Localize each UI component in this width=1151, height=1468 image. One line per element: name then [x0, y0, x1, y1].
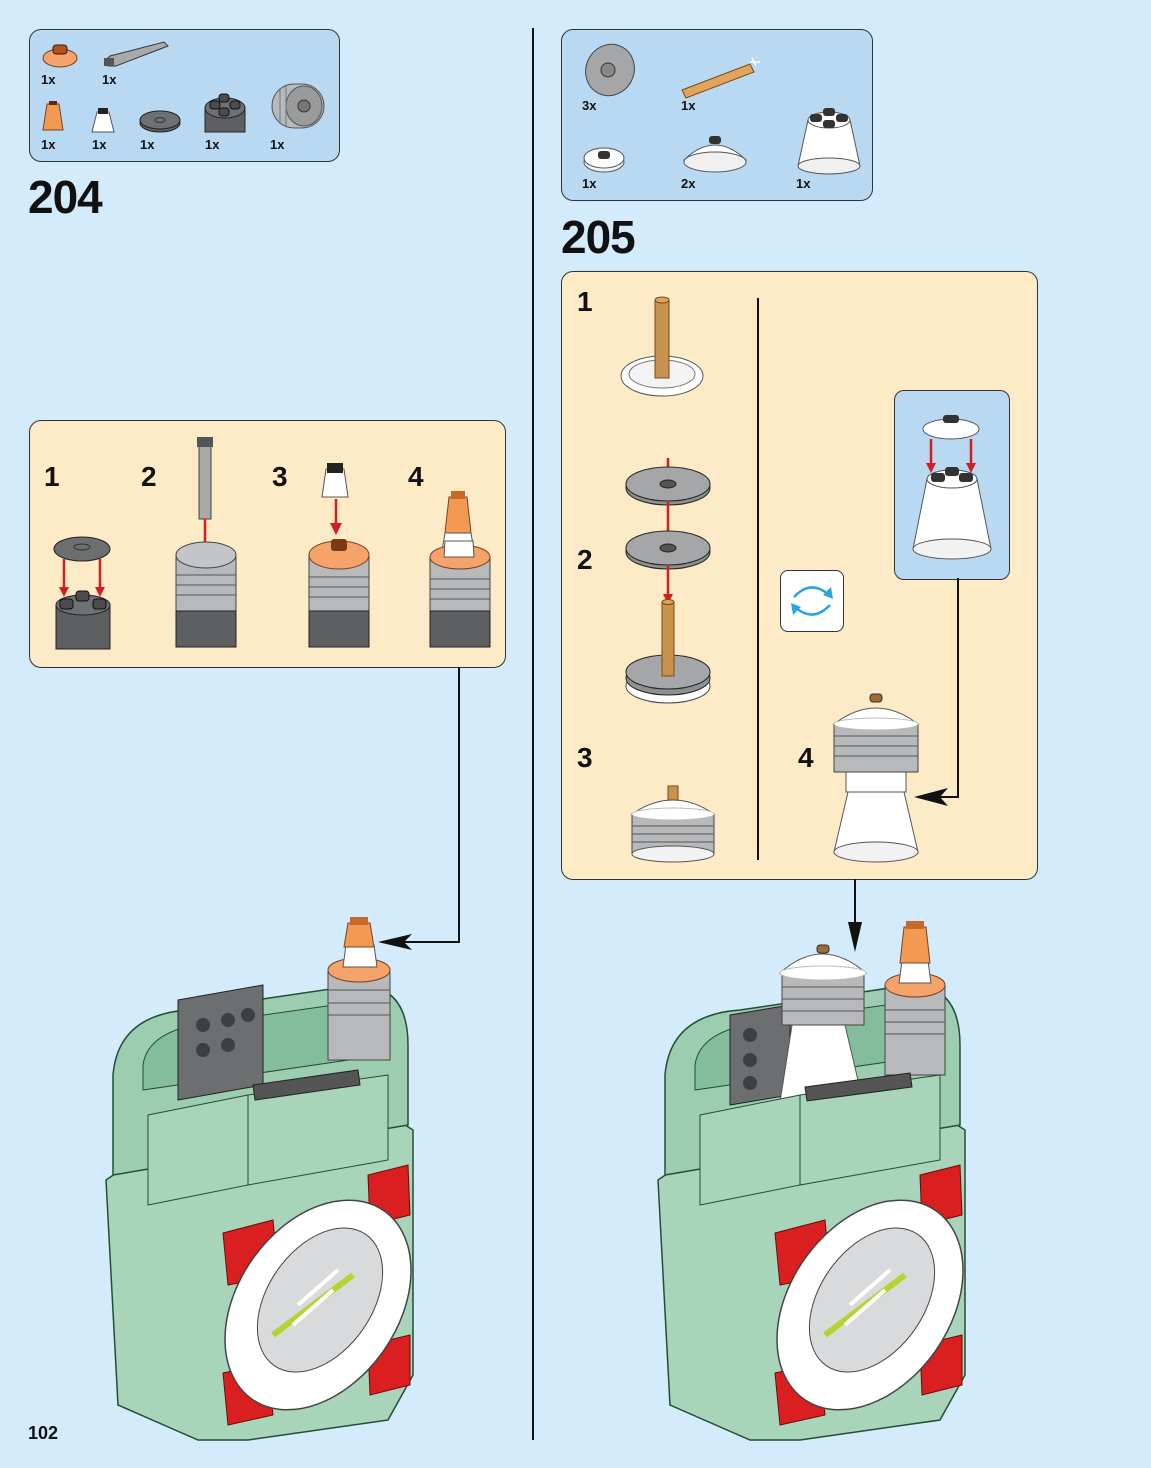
white-round-plate-part — [583, 147, 625, 173]
sub-step-number: 1 — [577, 286, 593, 317]
white-cone-part — [91, 108, 115, 133]
step-205-parts-list: 3x 1x 1x 2x 1x — [561, 29, 873, 201]
part-qty: 1x — [41, 137, 56, 152]
dark-gray-round-tile-part — [139, 110, 181, 133]
sub-step-number: 4 — [408, 461, 424, 492]
sub-step-1-illustration — [53, 536, 111, 650]
part-qty: 2x — [681, 176, 696, 191]
sub-step-4-illustration — [429, 491, 491, 648]
part-qty: 1x — [92, 137, 107, 152]
cone-and-plate-illustration — [912, 415, 992, 560]
step-205-model-illustration — [657, 921, 966, 1441]
column-divider — [532, 28, 534, 1440]
light-gray-disc-stack-part — [271, 83, 325, 129]
sub-step-3-illustration — [308, 463, 370, 648]
rotate-model-icon — [780, 570, 844, 632]
step-number: 205 — [561, 211, 636, 263]
part-qty: 1x — [102, 72, 117, 87]
sub-step-number: 4 — [798, 742, 814, 773]
trans-orange-cone-part — [42, 101, 64, 131]
step-204-parts-list: 1x 1x 1x 1x 1x 1x 1x — [29, 29, 340, 162]
part-qty: 1x — [41, 72, 56, 87]
sub-step-3-illustration — [630, 785, 716, 863]
technic-axle-pin-part — [104, 41, 169, 67]
inset-callout-arrow — [914, 578, 959, 806]
step-204-model-illustration — [105, 917, 414, 1441]
sub-step-number: 3 — [272, 461, 288, 492]
sub-step-2-illustration — [625, 458, 711, 704]
white-cone-4x4-part — [797, 108, 861, 175]
step-number: 204 — [28, 171, 103, 223]
part-qty: 1x — [270, 137, 285, 152]
white-dish-part — [682, 136, 748, 173]
dark-gray-round-brick-part — [204, 93, 246, 133]
light-gray-round-plate-part — [585, 43, 635, 97]
step-205-sub-assembly: 1 2 3 4 — [561, 271, 1038, 880]
inset-callout-box — [894, 390, 1010, 580]
sub-step-number: 2 — [141, 461, 157, 492]
page-number: 102 — [28, 1423, 59, 1443]
part-qty: 1x — [796, 176, 811, 191]
part-qty: 1x — [140, 137, 155, 152]
sub-step-number: 3 — [577, 742, 593, 773]
sub-step-number: 2 — [577, 544, 593, 575]
part-qty: 1x — [582, 176, 597, 191]
tan-technic-axle-part — [681, 57, 760, 99]
sub-step-1-illustration — [620, 296, 704, 397]
step-204-sub-assembly: 1 2 3 4 — [29, 420, 506, 668]
sub-step-4-illustration — [832, 693, 920, 863]
part-qty: 1x — [205, 137, 220, 152]
trans-orange-round-plate-part — [42, 44, 78, 68]
part-qty: 3x — [582, 98, 597, 113]
sub-step-divider — [757, 298, 759, 860]
sub-step-2-illustration — [175, 437, 237, 648]
part-qty: 1x — [681, 98, 696, 113]
sub-step-number: 1 — [44, 461, 60, 492]
